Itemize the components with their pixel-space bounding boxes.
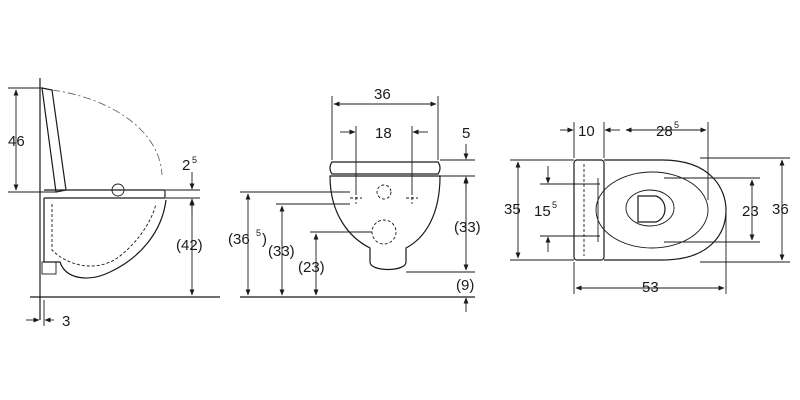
lid-upright xyxy=(41,87,67,193)
bowl-hidden-lines xyxy=(51,203,157,267)
dim-height-lid: 46 xyxy=(8,133,25,150)
seat-hinge xyxy=(111,183,125,197)
dim-bowl-height: (42) xyxy=(176,237,203,254)
dim-height-b: (33) xyxy=(268,243,295,260)
lid-swing-arc xyxy=(51,89,163,176)
dim-seat-offset: 5 xyxy=(462,125,470,142)
dim-seat-thickness: 2 xyxy=(182,157,190,174)
dim-seat-depth: 28 xyxy=(656,123,673,140)
top-bowl-outline xyxy=(604,159,727,261)
dim-height-a-close: ) xyxy=(262,231,267,248)
inlet-hole xyxy=(376,184,392,200)
dim-height-c: (23) xyxy=(298,259,325,276)
dim-length: 53 xyxy=(642,279,659,296)
dim-bowl-inner: 23 xyxy=(742,203,759,220)
dim-seat-depth-sup: 5 xyxy=(674,120,679,130)
top-seat-ring xyxy=(595,171,709,249)
dim-wall-depth: 10 xyxy=(578,123,595,140)
outlet-pipe xyxy=(41,261,57,275)
dim-height-d: (33) xyxy=(454,219,481,236)
dim-height-a: (36 xyxy=(228,231,250,248)
dim-height-a-sup: 5 xyxy=(256,228,261,238)
dim-inner-height-sup: 5 xyxy=(552,200,557,210)
top-view: 10 28 5 35 15 5 23 36 53 xyxy=(504,120,790,296)
dim-left-height: 35 xyxy=(504,201,521,218)
dim-inner-height: 15 xyxy=(534,203,551,220)
top-bowl-opening xyxy=(637,195,666,223)
dim-hole-spacing: 18 xyxy=(375,125,392,142)
mount-hole-right xyxy=(406,192,418,204)
front-bowl xyxy=(329,175,441,271)
front-seat xyxy=(329,161,441,175)
dim-floor-gap: (9) xyxy=(456,277,474,294)
dim-seat-thickness-sup: 5 xyxy=(192,155,197,165)
side-view: 46 2 5 (42) 3 xyxy=(8,78,220,330)
outlet-hole xyxy=(371,219,397,245)
dim-right-height: 36 xyxy=(772,201,789,218)
seat xyxy=(44,189,166,199)
mount-hole-left xyxy=(350,192,362,204)
dim-wall-offset: 3 xyxy=(62,313,70,330)
bowl-outline xyxy=(43,198,167,279)
dim-width-total: 36 xyxy=(374,86,391,103)
front-view: 36 18 5 (36 5 ) (33) (23) (33) (9) xyxy=(228,86,481,312)
top-bowl-inner-outer xyxy=(625,189,675,227)
top-wall-plate xyxy=(573,159,605,261)
